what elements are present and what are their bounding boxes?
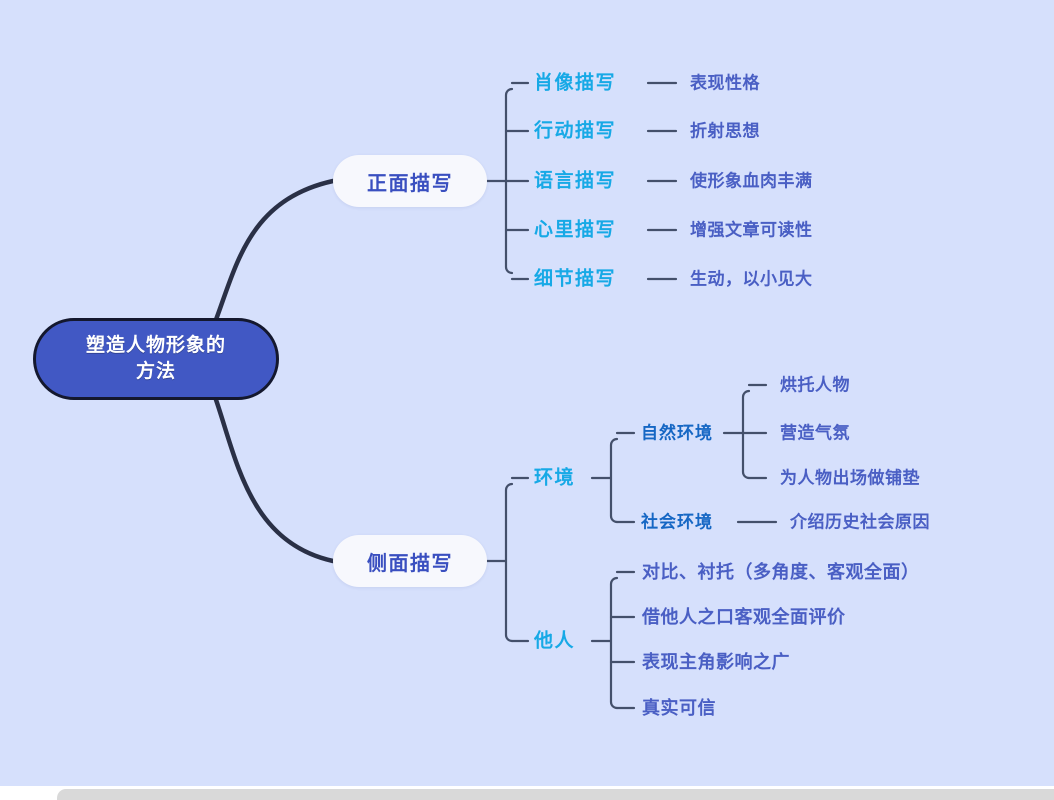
node-front-child-4[interactable]: 细节描写 <box>534 268 617 290</box>
root-label-line2: 方法 <box>135 361 176 382</box>
node-front-child-2[interactable]: 语言描写 <box>534 170 617 192</box>
leaf-ziran-1[interactable]: 营造气氛 <box>780 423 850 443</box>
bracket-side <box>504 482 514 643</box>
branch-label-front: 正面描写 <box>367 172 453 195</box>
bracket-huanjing <box>609 437 619 524</box>
branch-label-side: 侧面描写 <box>367 552 453 575</box>
root-label-line1: 塑造人物形象的 <box>85 335 226 357</box>
node-front-child-1[interactable]: 行动描写 <box>534 120 617 142</box>
bottom-sheet-handle <box>57 789 1054 800</box>
leaf-taren-3[interactable]: 真实可信 <box>642 698 716 718</box>
node-side-taren[interactable]: 他人 <box>534 630 576 652</box>
leaf-front-3[interactable]: 增强文章可读性 <box>690 220 813 240</box>
bracket-front <box>504 87 514 275</box>
leaf-front-2[interactable]: 使形象血肉丰满 <box>690 171 813 191</box>
node-ziran-huanjing[interactable]: 自然环境 <box>641 423 713 443</box>
leaf-front-4[interactable]: 生动，以小见大 <box>690 269 813 289</box>
leaf-taren-1[interactable]: 借他人之口客观全面评价 <box>642 607 846 627</box>
bracket-taren <box>609 576 619 710</box>
root-node[interactable]: 塑造人物形象的 方法 <box>33 318 279 400</box>
leaf-ziran-0[interactable]: 烘托人物 <box>780 375 850 395</box>
leaf-front-1[interactable]: 折射思想 <box>690 121 760 141</box>
node-front-child-3[interactable]: 心里描写 <box>534 219 617 241</box>
leaf-shehui-0[interactable]: 介绍历史社会原因 <box>790 512 930 532</box>
node-front-child-0[interactable]: 肖像描写 <box>534 72 617 94</box>
leaf-taren-0[interactable]: 对比、衬托（多角度、客观全面） <box>642 562 920 582</box>
edge-root-to-front <box>211 178 336 328</box>
leaf-ziran-2[interactable]: 为人物出场做铺垫 <box>780 468 920 488</box>
node-shehui-huanjing[interactable]: 社会环境 <box>641 512 713 532</box>
edge-root-to-side <box>211 391 336 564</box>
node-side-huanjing[interactable]: 环境 <box>534 467 576 489</box>
leaf-front-0[interactable]: 表现性格 <box>690 73 760 93</box>
bracket-ziran <box>741 389 751 480</box>
branch-node-front[interactable]: 正面描写 <box>333 155 487 207</box>
branch-node-side[interactable]: 侧面描写 <box>333 535 487 587</box>
leaf-taren-2[interactable]: 表现主角影响之广 <box>642 652 790 672</box>
